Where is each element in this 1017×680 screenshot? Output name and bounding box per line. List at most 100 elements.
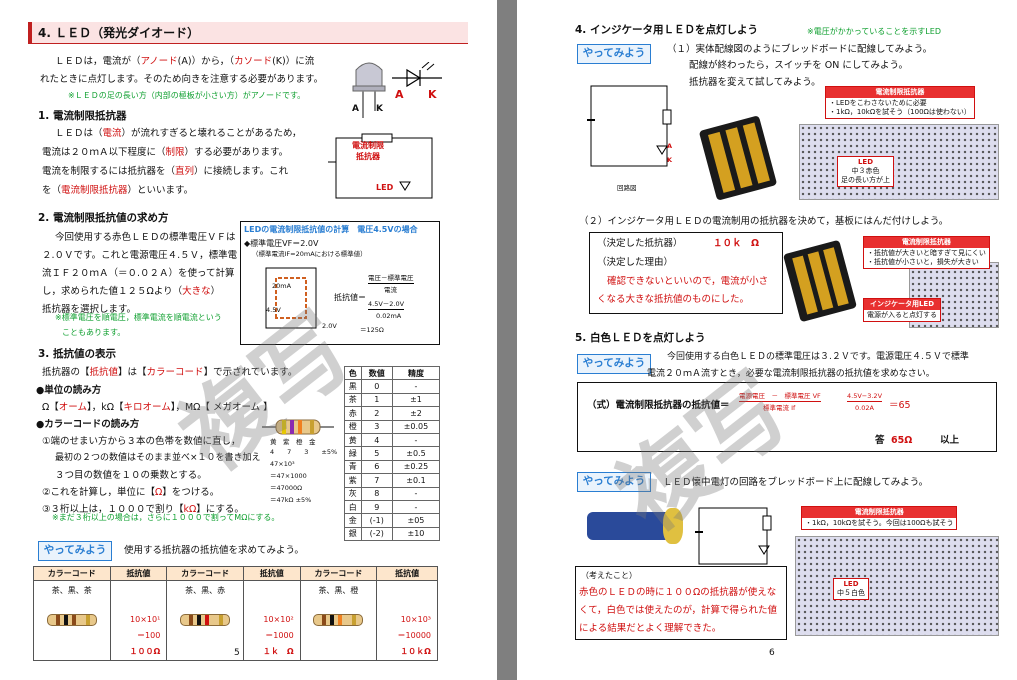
formula-num: 電源電圧 － 標準電圧 VF — [739, 392, 821, 402]
decision-box — [589, 232, 783, 314]
formula-res: ＝65 — [889, 400, 911, 411]
s4-title: 4. インジケータ用ＬＥＤを点灯しよう — [575, 24, 758, 36]
label-limit-resistor-1: 電流制限抵抗器 ・LEDをこわさないために必要 ・1kΩ，10kΩを試そう（10… — [825, 86, 975, 119]
color-table-cell: ±0.1 — [391, 473, 441, 488]
answer-ans: １ｋ Ω — [262, 647, 294, 656]
answer-color-cell: 茶、黒、橙 — [299, 580, 378, 661]
calc-20v: 2.0V — [322, 322, 337, 330]
conclusion-l1: 赤色のＬＥＤの時に１００Ωの抵抗器が使えな — [579, 587, 777, 598]
color-table-cell: 白 — [344, 499, 362, 515]
page-5: 4. ＬＥＤ（発光ダイオード） ＬＥＤは，電流が（アノード(A)）から，（カソー… — [0, 0, 497, 680]
battery-photo-2 — [782, 239, 858, 323]
fig-resistor-label: 電流制限 抵抗器 — [352, 141, 384, 161]
s5-try2: ＬＥＤ懐中電灯の回路をブレッドボード上に配線してみよう。 — [663, 477, 929, 488]
formula-num2: 4.5V−3.2V — [847, 392, 883, 402]
circuit-a: A — [667, 142, 673, 150]
color-table-cell: 5 — [360, 446, 393, 461]
s2-line1: 今回使用する赤色ＬＥＤの標準電圧ＶＦは — [55, 232, 236, 243]
answer-color-cell: 茶、黒、赤 — [166, 580, 244, 661]
s4-note: ※電圧がかかっていることを示すLED — [807, 27, 941, 36]
calc-num1: 電圧－標準電圧 — [368, 274, 414, 284]
color-table-cell: 橙 — [344, 419, 362, 434]
formula-box — [577, 382, 997, 452]
color-table-cell: ±1 — [391, 392, 441, 408]
intro-line1: ＬＥＤは，電流が（アノード(A)）から，（カソード(K)）に流 — [55, 56, 315, 67]
breadboard-photo-2 — [909, 262, 999, 328]
color-table-cell: - — [391, 432, 441, 448]
answer-calc: 10×10³ — [400, 615, 431, 624]
example-calc-3: ＝47kΩ ±5% — [270, 496, 312, 504]
decision-r1: 確認できないといいので，電流が小さ — [607, 276, 769, 287]
answer-table-header: カラーコード — [299, 566, 378, 581]
answer-table-header: 抵抗値 — [109, 566, 168, 581]
try-label-2: やってみよう — [577, 354, 651, 374]
s3-r4: ②これを計算し，単位に【Ω】をつける。 — [42, 487, 220, 498]
conclusion-l2: くて，白色では使えたのが，計算で得られた値 — [579, 605, 777, 616]
answer-table-header: カラーコード — [33, 566, 111, 581]
calc-label: 抵抗値＝ — [334, 293, 366, 302]
breadboard-photo-3 — [795, 536, 999, 636]
s1-line4: を（電流制限抵抗器）といいます。 — [42, 185, 194, 196]
example-bands: 黄 紫 橙 金 — [270, 438, 316, 446]
conclusion-l3: による結果だとよく理解できた。 — [579, 623, 722, 634]
calc-result: ＝125Ω — [360, 326, 384, 334]
s4-2: （２）インジケータ用ＬＥＤの電流制用の抵抗器を決めて，基板にはんだ付けしよう。 — [579, 216, 949, 227]
color-table-cell: 6 — [360, 459, 393, 475]
color-table-cell: 1 — [360, 392, 393, 408]
s1-line3: 電流を制限するには抵抗器を（直列）に接続します。これ — [42, 166, 289, 177]
s3-note: ※まだ３桁以上の場合は，さらに１０００で割ってMΩにする。 — [52, 513, 280, 522]
color-table-cell: 4 — [360, 432, 393, 448]
photo-label-a: A — [352, 104, 359, 114]
formula-den2: 0.02A — [855, 404, 874, 412]
color-table-cell: - — [391, 379, 441, 394]
conclusion-box — [575, 566, 787, 640]
s1-title: 1. 電流制限抵抗器 — [38, 110, 127, 122]
calc-if: （標準電流IF=20mAにおける標準値） — [252, 250, 367, 258]
s4-1c: 抵抗器を変えて試してみよう。 — [689, 77, 821, 88]
answer-calc: 10×10¹ — [130, 615, 161, 624]
decision-reason: （決定した理由） — [597, 257, 674, 268]
color-table-cell: - — [391, 499, 441, 515]
s3-units: Ω【オーム】，kΩ【キロオーム】，MΩ【 メガオーム 】 — [42, 402, 273, 413]
s2-line5: 抵抗器を選択します。 — [42, 304, 137, 315]
formula-label: （式）電流制限抵抗器の抵抗値＝ — [587, 400, 730, 411]
label-limit-resistor-2: 電流制限抵抗器 ・抵抗値が大きいと暗すぎて見にくい ・抵抗値が小さいと，損失が大… — [863, 236, 990, 269]
symbol-label-k: K — [428, 88, 437, 101]
color-table-cell: (-2) — [360, 526, 393, 542]
resistor-icon — [313, 614, 364, 626]
led-symbol-icon — [392, 62, 442, 88]
answer-calc: 10×10² — [263, 615, 294, 624]
s3-title: 3. 抵抗値の表示 — [38, 348, 116, 360]
table-row: 銀(-2)±10 — [344, 526, 441, 542]
s2-note1: ※標準電圧を順電圧，標準電流を順電流という — [55, 313, 222, 322]
color-table-header: 精度 — [391, 365, 441, 381]
color-table-cell: 2 — [360, 406, 393, 421]
try-label: やってみよう — [38, 541, 112, 561]
decision-label: （決定した抵抗器） — [597, 238, 683, 249]
color-table-cell: 紫 — [344, 473, 362, 488]
symbol-label-a: A — [395, 88, 404, 101]
circuit-caption: 回路図 — [617, 184, 637, 192]
decision-r2: くなる大きな抵抗値のものにした。 — [597, 294, 750, 305]
color-table-cell: ±2 — [391, 406, 441, 421]
color-table-cell: - — [391, 486, 441, 501]
s5-line2: 電流２０ｍＡ流すとき，必要な電流制限抵抗器の抵抗値を求めなさい。 — [647, 369, 935, 379]
example-calc-2: ＝47000Ω — [270, 484, 303, 492]
fig-led-label: LED — [376, 183, 394, 192]
color-table-cell: 青 — [344, 459, 362, 475]
answer-table-header: カラーコード — [166, 566, 244, 581]
color-table-cell: 茶 — [344, 392, 362, 408]
s1-line2: 電流は２０ｍＡ以下程度に（制限）する必要があります。 — [42, 147, 289, 158]
s3-read: ●カラーコードの読み方 — [36, 419, 140, 430]
answer-color-code: 茶、黒、橙 — [318, 586, 359, 595]
